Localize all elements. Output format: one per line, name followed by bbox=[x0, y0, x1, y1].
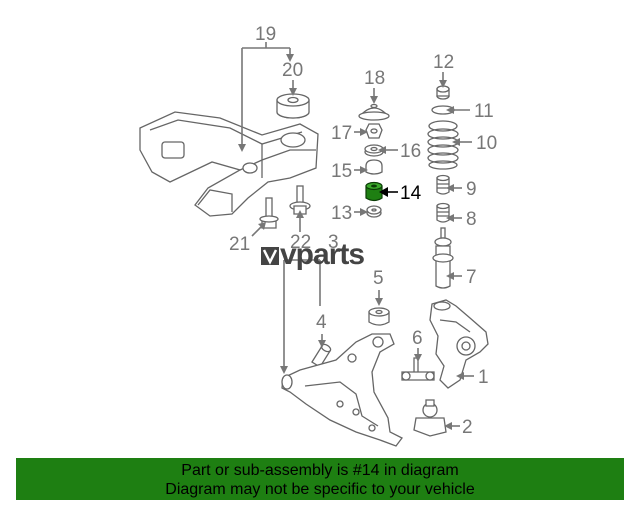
strut-part-7 bbox=[432, 227, 454, 289]
nut-part-17 bbox=[365, 123, 383, 139]
callout-17: 17 bbox=[331, 123, 352, 144]
cap-part-15 bbox=[365, 159, 383, 175]
callout-13: 13 bbox=[331, 203, 352, 224]
stabilizer-link-part-6 bbox=[401, 357, 435, 381]
callout-21: 21 bbox=[229, 234, 250, 255]
callout-16: 16 bbox=[400, 141, 421, 162]
callout-labels: 19 20 18 12 11 17 16 10 15 9 13 14 8 21 … bbox=[229, 24, 497, 438]
subframe-part bbox=[139, 111, 319, 217]
callout-7: 7 bbox=[466, 267, 477, 288]
callout-4: 4 bbox=[316, 312, 327, 333]
callout-11: 11 bbox=[474, 101, 494, 122]
coil-spring-part-10 bbox=[427, 120, 459, 170]
bump-stop-part-14 bbox=[365, 181, 383, 202]
callout-1: 1 bbox=[478, 367, 489, 388]
steering-knuckle-part-1 bbox=[429, 299, 489, 389]
callout-15: 15 bbox=[331, 161, 352, 182]
callout-10: 10 bbox=[476, 133, 497, 154]
vparts-logo: vparts bbox=[261, 238, 365, 271]
nut-part-12 bbox=[436, 85, 450, 100]
strut-mount-part-18 bbox=[358, 103, 390, 121]
banner-line-part-number: Part or sub-assembly is #14 in diagram bbox=[181, 462, 459, 479]
bolt-part-22 bbox=[289, 185, 311, 215]
callout-14-highlighted: 14 bbox=[400, 183, 422, 204]
callout-19: 19 bbox=[255, 24, 276, 45]
ball-joint-part-2 bbox=[413, 399, 447, 437]
leader-lines bbox=[238, 42, 474, 430]
callout-5: 5 bbox=[373, 268, 384, 289]
dust-boot-part-9 bbox=[436, 174, 450, 195]
callout-18: 18 bbox=[364, 68, 385, 89]
info-banner: Part or sub-assembly is #14 in diagram D… bbox=[16, 458, 624, 500]
callout-2: 2 bbox=[462, 417, 473, 438]
banner-line-disclaimer: Diagram may not be specific to your vehi… bbox=[165, 481, 475, 498]
control-arm-part-3 bbox=[281, 333, 403, 447]
bump-stop-part-8 bbox=[436, 202, 450, 223]
callout-20: 20 bbox=[282, 60, 303, 81]
bushing-part-20 bbox=[276, 93, 310, 119]
suspension-parts-diagram: 19 20 18 12 11 17 16 10 15 9 13 14 8 21 … bbox=[139, 24, 497, 447]
callout-3: 3 bbox=[328, 232, 339, 253]
logo-wordmark: vparts bbox=[280, 238, 364, 271]
callout-6: 6 bbox=[412, 328, 423, 349]
callout-8: 8 bbox=[466, 209, 477, 230]
washer-part-13 bbox=[366, 205, 382, 218]
callout-22: 22 bbox=[290, 232, 311, 253]
callout-12: 12 bbox=[433, 52, 454, 73]
callout-9: 9 bbox=[466, 179, 477, 200]
mount-part-5 bbox=[368, 307, 390, 326]
